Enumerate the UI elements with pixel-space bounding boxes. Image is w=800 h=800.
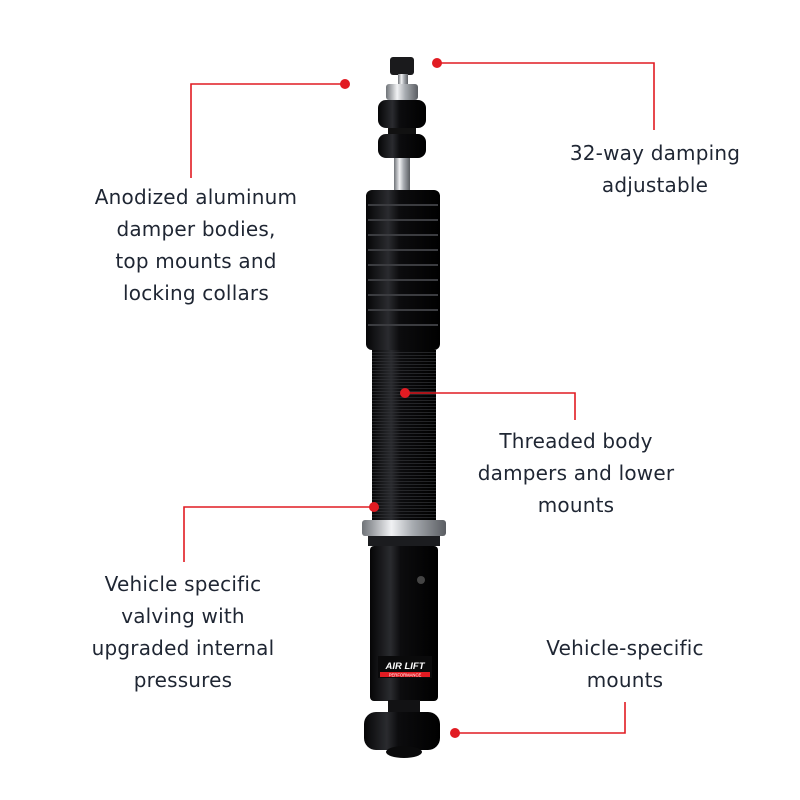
callout-line: pressures	[133, 668, 233, 692]
callout-line: valving with	[121, 604, 245, 628]
lower-body: AIR LIFT PERFORMANCE	[370, 546, 438, 701]
callout-line: adjustable	[601, 173, 709, 197]
top-mount	[378, 100, 426, 158]
adjuster-knob	[386, 57, 418, 100]
callout-dot-anodized	[340, 79, 350, 89]
callout-line: locking collars	[123, 281, 269, 305]
callout-mounts: Vehicle-specific mounts	[530, 632, 720, 696]
callout-valving: Vehicle specific valving with upgraded i…	[60, 568, 306, 696]
lower-mount	[364, 700, 440, 758]
callout-line: Anodized aluminum	[94, 185, 298, 209]
callout-line: dampers and lower	[477, 461, 675, 485]
dust-boot	[366, 190, 440, 350]
callout-line: 32-way damping	[569, 141, 741, 165]
callout-dot-valving	[369, 502, 379, 512]
svg-text:AIR LIFT: AIR LIFT	[384, 661, 425, 672]
callout-line: damper bodies,	[116, 217, 276, 241]
piston-shaft	[394, 158, 410, 192]
callout-line: top mounts and	[115, 249, 277, 273]
callout-dot-threaded	[400, 388, 410, 398]
callout-damping: 32-way damping adjustable	[540, 137, 770, 201]
locking-collar	[362, 520, 446, 546]
callout-dot-damping	[432, 58, 442, 68]
callout-anodized: Anodized aluminum damper bodies, top mou…	[76, 181, 316, 309]
callout-line: upgraded internal	[91, 636, 275, 660]
svg-text:PERFORMANCE: PERFORMANCE	[389, 673, 422, 678]
callout-line: mounts	[537, 493, 615, 517]
callout-line: Threaded body	[499, 429, 653, 453]
threaded-body	[372, 350, 436, 520]
callout-lines	[183, 62, 655, 734]
callout-line: mounts	[586, 668, 664, 692]
callout-line: Vehicle specific	[104, 572, 262, 596]
callout-line: Vehicle-specific	[546, 636, 704, 660]
callout-dot-mounts	[450, 728, 460, 738]
callout-threaded: Threaded body dampers and lower mounts	[470, 425, 682, 521]
